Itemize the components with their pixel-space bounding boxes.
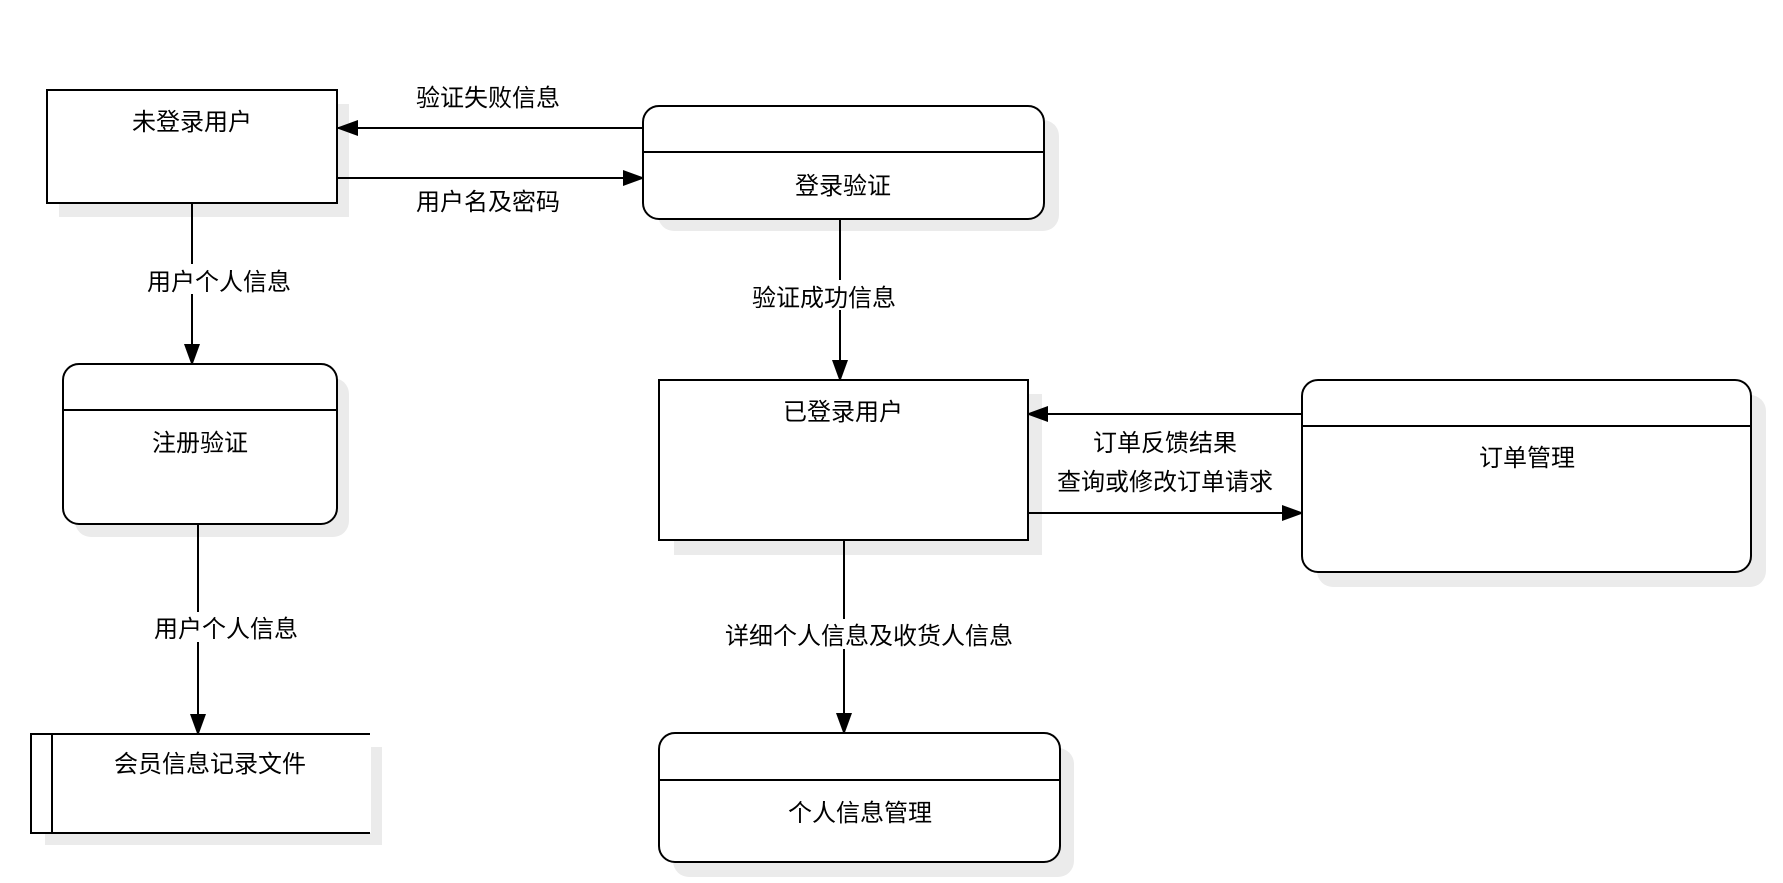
edge-label-user-info-1: 用户个人信息	[147, 268, 291, 296]
edge-label-order-request: 查询或修改订单请求	[1057, 468, 1273, 496]
unregistered-user-label: 未登录用户	[132, 108, 252, 136]
edge-label-verify-fail: 验证失败信息	[416, 84, 560, 112]
edge-label-user-info-2: 用户个人信息	[154, 615, 298, 643]
unregistered-user-box	[46, 89, 338, 204]
register-verify-process	[62, 363, 338, 525]
edge-label-detail-info: 详细个人信息及收货人信息	[725, 622, 1013, 650]
logged-in-user-box	[658, 379, 1029, 541]
personal-info-management-label: 个人信息管理	[788, 799, 932, 827]
login-verify-label: 登录验证	[795, 172, 891, 200]
login-verify-process	[642, 105, 1045, 220]
order-management-label: 订单管理	[1479, 444, 1575, 472]
order-management-process	[1301, 379, 1752, 573]
member-info-file-store	[30, 733, 371, 834]
register-verify-label: 注册验证	[152, 429, 248, 457]
edge-label-order-feedback: 订单反馈结果	[1093, 429, 1237, 457]
edge-label-verify-success: 验证成功信息	[752, 284, 896, 312]
edge-label-username-password: 用户名及密码	[416, 188, 560, 216]
personal-info-management-process	[658, 732, 1061, 863]
label-backgrounds	[132, 264, 1028, 649]
logged-in-user-label: 已登录用户	[783, 398, 903, 426]
member-info-file-label: 会员信息记录文件	[114, 750, 306, 778]
